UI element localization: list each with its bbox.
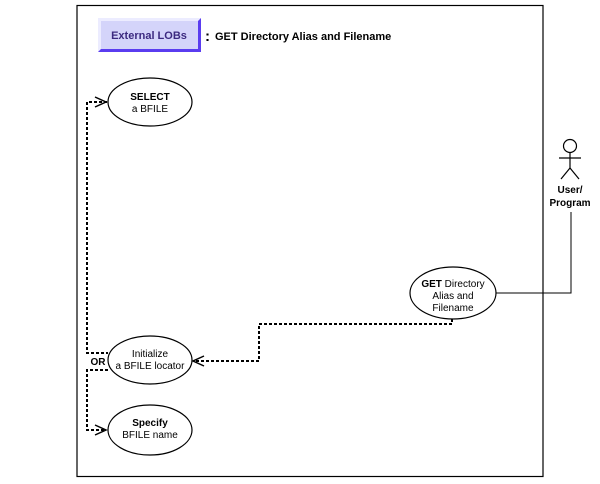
arrowhead-specify [94, 424, 108, 436]
external-lobs-button[interactable]: External LOBs [98, 18, 201, 52]
use-case-specify-bfile-name[interactable]: Specify BFILE name [107, 404, 193, 456]
use-case-ellipse [409, 266, 497, 320]
use-case-label: a BFILE [132, 104, 168, 115]
dashed-line-to-select [86, 101, 108, 354]
use-case-ellipse [107, 404, 193, 456]
actor-label-line2: Program [549, 198, 590, 209]
dashed-line-to-specify [86, 369, 108, 431]
or-label: OR [91, 357, 107, 368]
button-label: External LOBs [111, 30, 187, 42]
use-case-select-bfile[interactable]: SELECT a BFILE [107, 77, 193, 127]
dashed-line-get-to-initialize [195, 319, 453, 362]
arrowhead-select [94, 96, 108, 108]
use-case-label-line1: GET Directory [421, 279, 484, 290]
use-case-get-directory-alias[interactable]: GET Directory Alias and Filename [409, 266, 497, 320]
use-case-ellipse [107, 335, 193, 385]
use-case-label-line2: Alias and [432, 291, 473, 302]
button-face [98, 18, 201, 52]
actor-association-line [496, 212, 572, 294]
actor-label-line1: User/ [557, 185, 582, 196]
use-case-initialize-locator[interactable]: Initialize a BFILE locator [107, 335, 193, 385]
title-separator: : [205, 28, 210, 45]
diagram-title: GET Directory Alias and Filename [215, 31, 391, 43]
arrowhead-initialize [191, 355, 205, 367]
use-case-ellipse [107, 77, 193, 127]
use-case-label: BFILE name [122, 430, 178, 441]
use-case-label-line2: a BFILE locator [116, 361, 186, 372]
use-case-label-line1: Initialize [132, 349, 169, 360]
actor-user-program[interactable]: User/ Program [549, 138, 591, 210]
use-case-label-line3: Filename [432, 303, 474, 314]
use-case-label-rest: Directory [442, 279, 485, 290]
use-case-label-bold: Specify [132, 418, 168, 429]
use-case-label-bold: SELECT [130, 92, 169, 103]
stick-figure-icon [559, 138, 581, 180]
use-case-label-bold: GET [421, 279, 442, 290]
or-connector: OR [86, 96, 108, 436]
